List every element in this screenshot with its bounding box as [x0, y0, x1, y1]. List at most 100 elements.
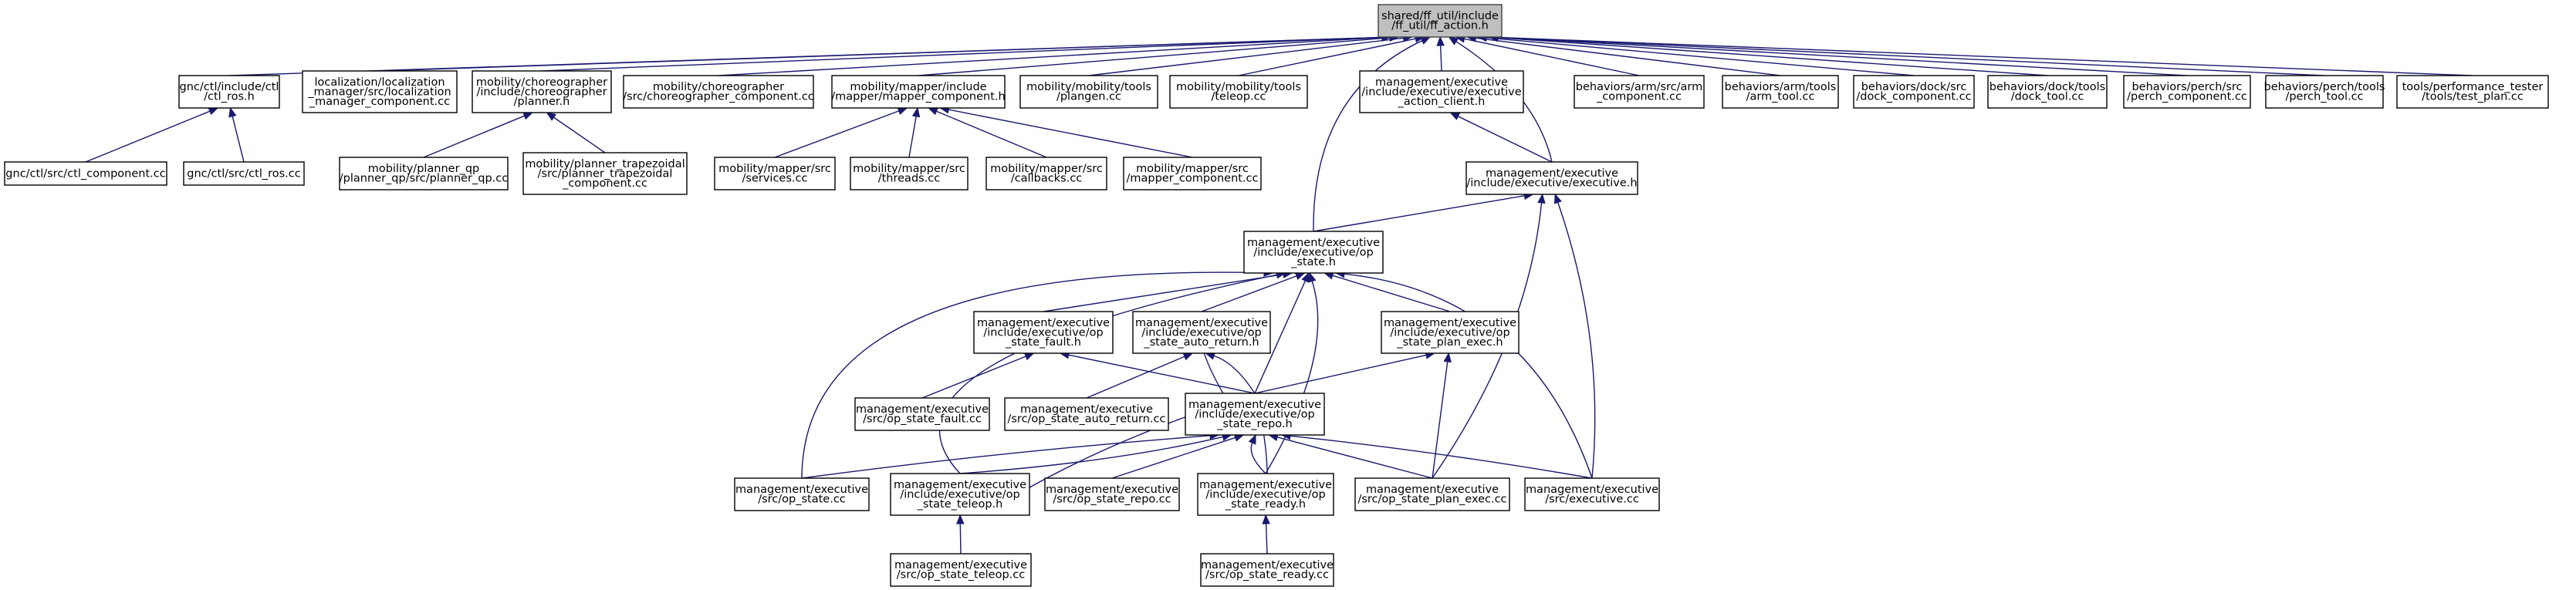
edge-line — [232, 116, 245, 163]
file-node-planner_qp[interactable]: mobility/planner_qp/planner_qp/src/plann… — [339, 157, 509, 190]
edge-arrowhead — [228, 106, 237, 118]
edge-line — [1254, 280, 1307, 394]
node-box — [1169, 75, 1308, 109]
file-node-perch_comp[interactable]: behaviors/perch/src/perch_component.cc — [2123, 75, 2251, 109]
file-node-callbacks[interactable]: mobility/mapper/src/callbacks.cc — [985, 157, 1107, 190]
file-node-op_auto_h[interactable]: management/executive/include/executive/o… — [1132, 311, 1271, 354]
edge-planner_trap-to-planner_h — [546, 112, 606, 153]
node-box — [1243, 231, 1384, 274]
file-node-perch_tool[interactable]: behaviors/perch/tools/perch_tool.cc — [2264, 75, 2385, 109]
edge-line — [1238, 38, 1416, 76]
node-label-line: /planner.h — [514, 96, 570, 108]
file-node-op_ready_cc[interactable]: management/executive/src/op_state_ready.… — [1200, 553, 1334, 587]
file-node-op_state_h[interactable]: management/executive/include/executive/o… — [1243, 231, 1384, 274]
node-label-line: /include/executive/op — [1390, 326, 1509, 339]
edge-ctl_ros_cc-to-ctl_ros_h — [228, 106, 245, 163]
file-node-action_client[interactable]: management/executive/include/executive/e… — [1359, 70, 1524, 113]
node-box — [2396, 75, 2549, 109]
edge-arrowhead — [1301, 271, 1310, 283]
node-box — [522, 152, 688, 195]
node-label-line: mobility/planner_trapezoidal — [525, 158, 685, 170]
node-box — [831, 75, 1006, 109]
node-label-line: behaviors/dock/tools — [1989, 81, 2105, 93]
node-label-line: /include/executive/executive.h — [1466, 177, 1637, 190]
file-node-services[interactable]: mobility/mapper/src/services.cc — [714, 157, 836, 190]
file-node-executive_h[interactable]: management/executive/include/executive/e… — [1465, 161, 1638, 195]
file-node-op_state_cc[interactable]: management/executive/src/op_state.cc — [734, 477, 870, 511]
node-box — [472, 70, 612, 113]
file-node-op_teleop_h[interactable]: management/executive/include/executive/o… — [890, 473, 1030, 516]
file-node-test_plan[interactable]: tools/performance_tester/tools/test_plan… — [2396, 75, 2549, 109]
node-box — [1381, 311, 1520, 354]
file-node-teleop_cc[interactable]: mobility/mobility/tools/teleop.cc — [1169, 75, 1308, 109]
node-label-line: mobility/mobility/tools — [1176, 81, 1301, 93]
file-node-dock_comp[interactable]: behaviors/dock/src/dock_component.cc — [1853, 75, 1975, 109]
file-node-ctl_ros_h[interactable]: gnc/ctl/include/ctl/ctl_ros.h — [178, 75, 280, 109]
file-node-arm_comp[interactable]: behaviors/arm/src/arm_component.cc — [1574, 75, 1705, 109]
node-box — [1200, 553, 1334, 587]
edge-op_planexec_h-to-op_state_h — [1323, 271, 1451, 312]
file-node-executive_cc[interactable]: management/executive/src/executive.cc — [1524, 477, 1660, 511]
edge-line — [1068, 354, 1256, 394]
file-node-planner_trap[interactable]: mobility/planner_trapezoidal/src/planner… — [522, 152, 688, 195]
node-label-line: behaviors/perch/tools — [2264, 81, 2385, 93]
file-node-op_teleop_cc[interactable]: management/executive/src/op_state_teleop… — [890, 553, 1032, 587]
file-node-chor_comp[interactable]: mobility/choreographer/src/choreographer… — [623, 75, 814, 109]
edge-arrowhead — [1436, 35, 1445, 46]
edge-op_ready_h-to-op_state_h — [1265, 271, 1319, 474]
node-box — [1354, 477, 1510, 511]
node-label-line: /ctl_ros.h — [204, 91, 255, 103]
edge-ctl_ros_h-to-ff_action — [228, 33, 1392, 76]
edge-op_repo_cc-to-op_repo_h — [1111, 433, 1245, 479]
file-node-op_fault_cc[interactable]: management/executive/src/op_state_fault.… — [854, 397, 990, 431]
file-node-loc_manager[interactable]: localization/localization_manager/src/lo… — [302, 70, 458, 113]
edge-threads-to-mapper_comp_h — [908, 106, 921, 158]
node-label-line: /include/executive/op — [983, 326, 1103, 339]
file-node-ctl_ros_cc[interactable]: gnc/ctl/src/ctl_ros.cc — [183, 161, 305, 186]
node-label-line: /src/choreographer_component.cc — [623, 91, 814, 103]
file-node-op_ready_h[interactable]: management/executive/include/executive/o… — [1197, 473, 1334, 516]
file-node-mapper_comp_cc[interactable]: mobility/mapper/src/mapper_component.cc — [1123, 157, 1262, 190]
node-label-line: mobility/mapper/src — [990, 163, 1103, 175]
edge-arrowhead — [897, 107, 908, 115]
edge-line — [936, 110, 1047, 158]
node-label-line: /include/choreographer — [476, 86, 607, 98]
file-node-op_planexec_cc[interactable]: management/executive/src/op_state_plan_e… — [1354, 477, 1510, 511]
edge-line — [774, 110, 900, 158]
node-label-line: /include/executive/op — [900, 488, 1019, 501]
node-label-line: _component.cc — [1596, 91, 1682, 103]
node-box — [2123, 75, 2251, 109]
file-node-op_fault_h[interactable]: management/executive/include/executive/o… — [973, 311, 1114, 354]
node-box — [178, 75, 280, 109]
node-label-line: _action_client.h — [1398, 96, 1486, 108]
node-label-line: management/executive — [1199, 479, 1332, 491]
file-node-plangen[interactable]: mobility/mobility/tools/plangen.cc — [1019, 75, 1158, 109]
file-node-mapper_comp_h[interactable]: mobility/mapper/include/mapper/mapper_co… — [831, 75, 1006, 109]
node-label-line: /src/planner_trapezoidal — [538, 167, 673, 180]
root-node[interactable]: shared/ff_util/include/ff_util/ff_action… — [1378, 4, 1503, 38]
node-label-line: /include/executive/op — [1253, 246, 1373, 258]
file-node-op_repo_h[interactable]: management/executive/include/executive/o… — [1185, 393, 1325, 436]
edge-arrowhead — [1537, 193, 1546, 204]
edge-line — [1265, 281, 1319, 474]
file-node-ctl_component[interactable]: gnc/ctl/src/ctl_component.cc — [4, 161, 167, 186]
edge-arrowhead — [522, 112, 534, 120]
node-label-line: management/executive — [1247, 237, 1380, 249]
node-label-line: /dock_component.cc — [1856, 91, 1971, 103]
file-node-dock_tool[interactable]: behaviors/dock/tools/dock_tool.cc — [1987, 75, 2108, 109]
file-node-threads[interactable]: mobility/mapper/src/threads.cc — [850, 157, 969, 190]
file-node-op_auto_cc[interactable]: management/executive/src/op_state_auto_r… — [1004, 397, 1169, 431]
node-label-line: management/executive — [735, 484, 868, 496]
edge-op_ready_h-to-op_repo_h — [1248, 433, 1266, 474]
edge-arrowhead — [1248, 433, 1256, 445]
file-node-op_planexec_h[interactable]: management/executive/include/executive/o… — [1381, 311, 1520, 354]
file-node-arm_tool[interactable]: behaviors/arm/tools/arm_tool.cc — [1722, 75, 1839, 109]
node-label-line: management/executive — [1526, 484, 1658, 496]
file-node-planner_h[interactable]: mobility/choreographer/include/choreogra… — [472, 70, 612, 113]
file-node-op_repo_cc[interactable]: management/executive/src/op_state_repo.c… — [1044, 477, 1180, 511]
node-label-line: /src/op_state_auto_return.cc — [1007, 413, 1165, 426]
edge-planner_h-to-ff_action — [541, 33, 1392, 72]
node-label-line: _state_auto_return.h — [1143, 336, 1259, 349]
node-box — [1123, 157, 1262, 190]
